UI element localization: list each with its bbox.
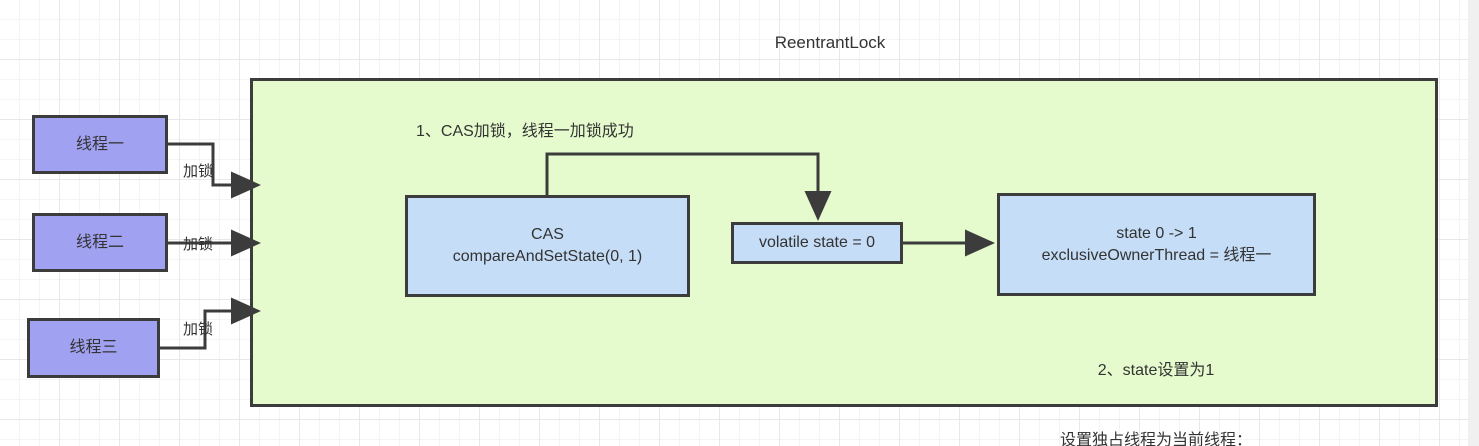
thread-one-box[interactable]: 线程一 (32, 115, 168, 174)
edge-label-thread-one: 加锁 (183, 163, 214, 180)
page-title: ReentrantLock (774, 33, 886, 52)
annotation-step-2-line-2: 设置独占线程为当前线程： (1059, 431, 1252, 446)
cas-box-line-2: compareAndSetState(0, 1) (452, 248, 643, 265)
annotation-step-2-line-1: 2、state设置为1 (1097, 362, 1215, 380)
page-right-margin (1468, 0, 1479, 446)
owner-state-box[interactable]: state 0 -> 1 exclusiveOwnerThread = 线程一 (997, 193, 1316, 296)
annotation-step-1: 1、CAS加锁，线程一加锁成功 (416, 123, 634, 140)
thread-two-label: 线程二 (75, 233, 124, 251)
edge-label-thread-three: 加锁 (183, 321, 214, 338)
edge-label-thread-two: 加锁 (183, 236, 214, 253)
volatile-state-box[interactable]: volatile state = 0 (731, 222, 903, 264)
cas-box[interactable]: CAS compareAndSetState(0, 1) (405, 195, 690, 297)
thread-two-box[interactable]: 线程二 (32, 213, 168, 272)
thread-three-box[interactable]: 线程三 (27, 318, 160, 378)
annotation-step-2: 2、state设置为1 设置独占线程为当前线程： exclusiveOwnerT… (996, 313, 1316, 446)
owner-state-line-2: exclusiveOwnerThread = 线程一 (1041, 246, 1272, 264)
thread-one-label: 线程一 (75, 135, 124, 153)
cas-box-line-1: CAS (531, 226, 564, 244)
volatile-state-label: volatile state = 0 (758, 234, 876, 252)
thread-three-label: 线程三 (69, 339, 118, 357)
owner-state-line-1: state 0 -> 1 (1116, 224, 1197, 242)
